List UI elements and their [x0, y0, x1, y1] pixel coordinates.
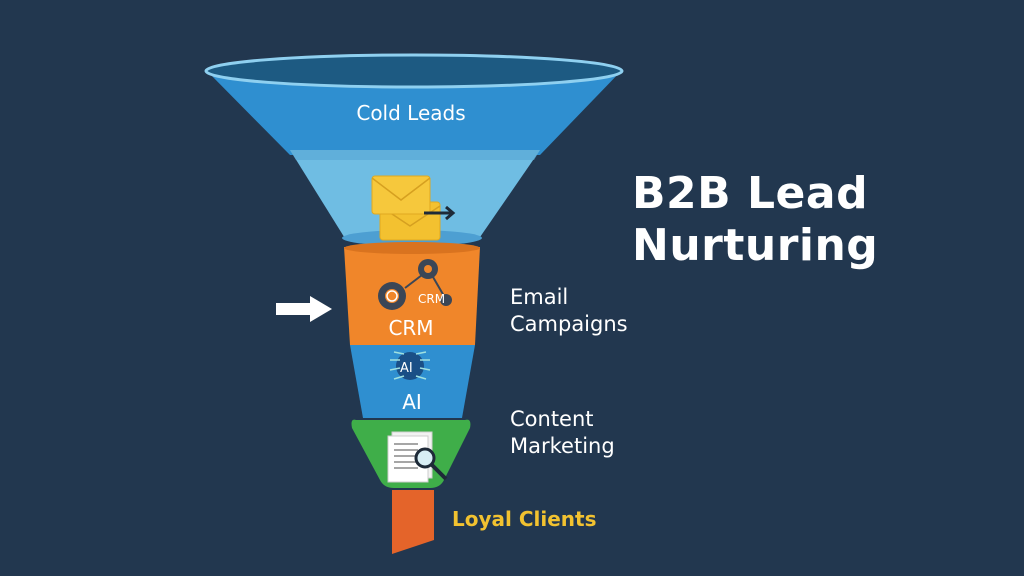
stage-label-ai: AI: [402, 390, 422, 414]
ai-brain-icon: AI: [389, 351, 431, 380]
stage-label-crm: CRM: [388, 316, 434, 340]
crm-icon-text: CRM: [418, 292, 445, 306]
content-line-2: Marketing: [510, 434, 615, 458]
label-email-campaigns: Email Campaigns: [510, 284, 628, 338]
stage-ai: [350, 345, 475, 418]
envelope-icon: [371, 175, 456, 241]
document-search-icon: [387, 431, 448, 483]
email-line-1: Email: [510, 285, 569, 309]
gears-crm-icon: CRM: [378, 259, 452, 310]
stage-crm: [344, 242, 480, 345]
stage-label-cold-leads: Cold Leads: [356, 101, 466, 125]
email-line-2: Campaigns: [510, 312, 628, 336]
title-line-2: Nurturing: [632, 220, 879, 271]
title-line-1: B2B Lead: [632, 168, 869, 219]
label-loyal-clients: Loyal Clients: [452, 507, 597, 531]
label-content-marketing: Content Marketing: [510, 406, 615, 460]
stage-loyal-clients: [392, 490, 434, 554]
right-arrow-icon: [276, 296, 332, 322]
svg-text:AI: AI: [400, 361, 413, 376]
content-line-1: Content: [510, 407, 594, 431]
page-title: B2B Lead Nurturing: [632, 168, 878, 272]
